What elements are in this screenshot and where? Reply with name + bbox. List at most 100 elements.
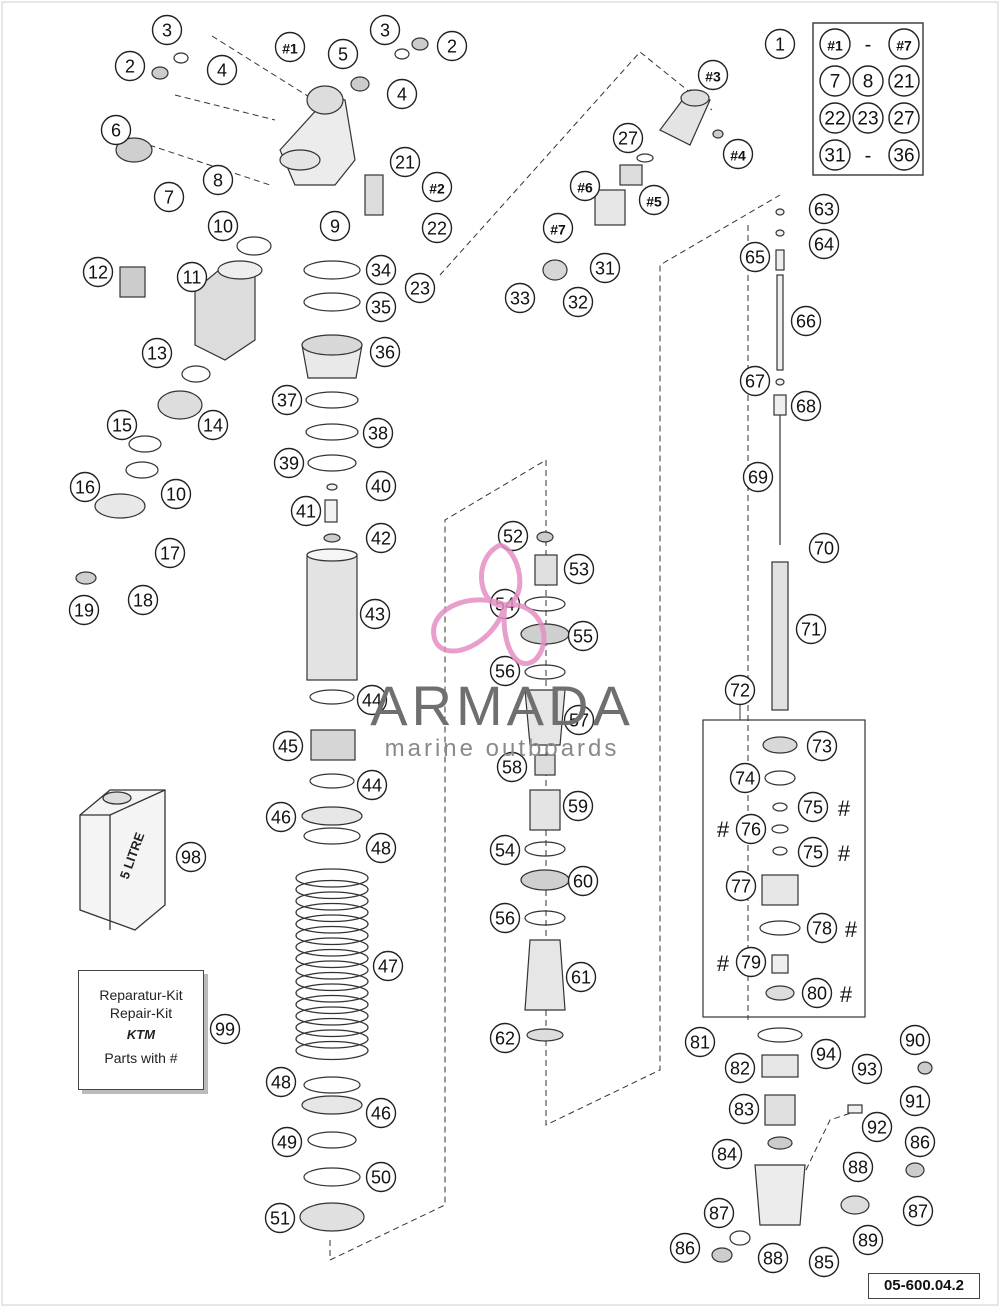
callout-2: 2 <box>114 50 146 82</box>
callout-88: 88 <box>842 1151 874 1183</box>
callout-18: 18 <box>127 584 159 616</box>
callout-circle <box>356 684 388 716</box>
callout-21: 21 <box>389 146 421 178</box>
callout-number: 51 <box>270 1209 290 1229</box>
callout-58: 58 <box>496 751 528 783</box>
callout-circle <box>739 241 771 273</box>
callout-3: 3 <box>151 14 183 46</box>
callout-72: 72 <box>724 674 756 706</box>
callout-number: 70 <box>814 539 834 559</box>
callout-75: 75 <box>797 836 829 868</box>
callout-46: 46 <box>365 1097 397 1129</box>
spring-coil <box>295 937 369 957</box>
callout-number: 15 <box>112 416 132 436</box>
callout-number: 52 <box>503 527 523 547</box>
callout-number: 6 <box>111 121 121 141</box>
spring-coil <box>295 902 369 923</box>
callout-circle <box>797 836 829 868</box>
callout-60: 60 <box>567 865 599 897</box>
callout-circle <box>861 1111 893 1143</box>
callout-number: 10 <box>213 217 233 237</box>
callout-41: 41 <box>290 495 322 527</box>
spring-coil <box>295 948 369 969</box>
callout-8: 8 <box>202 164 234 196</box>
callout-87: 87 <box>902 1195 934 1227</box>
callout-number: 50 <box>371 1168 391 1188</box>
callout-kit-3: #3 <box>697 59 729 91</box>
callout-99: 99 <box>209 1013 241 1045</box>
callout-61: 61 <box>565 961 597 993</box>
spring-coil <box>295 879 369 900</box>
callout-46: 46 <box>265 801 297 833</box>
callout-circle <box>82 256 114 288</box>
callout-76: 76 <box>735 813 767 845</box>
callout-80: 80 <box>801 977 833 1009</box>
callout-number: 31 <box>595 259 615 279</box>
callout-number: 71 <box>801 620 821 640</box>
callout-15: 15 <box>106 409 138 441</box>
callout-number: 60 <box>573 872 593 892</box>
kit-mark: # <box>838 796 851 821</box>
callout-number: 42 <box>371 529 391 549</box>
callout-23: 23 <box>404 272 436 304</box>
callout-74: 74 <box>729 762 761 794</box>
callout-59: 59 <box>562 790 594 822</box>
callout-number: 73 <box>812 737 832 757</box>
kit-mark: # <box>717 817 730 842</box>
callout-number: 67 <box>745 372 765 392</box>
callout-number: 35 <box>371 298 391 318</box>
callout-7: 7 <box>153 181 185 213</box>
oil-canister: 5 LITRE <box>79 789 166 931</box>
spring-coil <box>295 971 369 992</box>
callout-16: 16 <box>69 471 101 503</box>
callout-circle <box>365 291 397 323</box>
callout-number: 47 <box>378 957 398 977</box>
callout-number: 82 <box>730 1059 750 1079</box>
callout-number: 59 <box>568 797 588 817</box>
callout-circle <box>365 254 397 286</box>
callout-79: 79 <box>735 946 767 978</box>
callout-circle <box>562 790 594 822</box>
callout-number: 87 <box>709 1204 729 1224</box>
callout-circle <box>274 31 306 63</box>
spring-coil <box>295 1017 369 1038</box>
callout-number: 74 <box>735 769 755 789</box>
callout-88: 88 <box>757 1242 789 1274</box>
callout-circle <box>319 210 351 242</box>
callout-2: 2 <box>436 30 468 62</box>
spring-coil <box>295 983 369 1003</box>
legend-callout-number: 7 <box>830 72 841 93</box>
callout-68: 68 <box>790 390 822 422</box>
callout-circle <box>290 495 322 527</box>
legend-callout-number: #1 <box>827 38 843 54</box>
callout-circle <box>806 730 838 762</box>
callout-number: 1 <box>775 35 785 55</box>
callout-number: 4 <box>217 61 227 81</box>
callout-75: 75 <box>797 791 829 823</box>
callout-number: #1 <box>282 41 298 57</box>
callout-circle <box>801 977 833 1009</box>
callout-number: 92 <box>867 1118 887 1138</box>
callout-circle <box>489 902 521 934</box>
callout-circle <box>151 14 183 46</box>
callout-4: 4 <box>206 54 238 86</box>
callout-circle <box>160 478 192 510</box>
callout-12: 12 <box>82 256 114 288</box>
callout-kit-6: #6 <box>569 170 601 202</box>
callout-number: 10 <box>166 485 186 505</box>
callout-kit-4: #4 <box>722 138 754 170</box>
callout-number: 86 <box>675 1239 695 1259</box>
callout-57: 57 <box>563 704 595 736</box>
callout-32: 32 <box>562 286 594 318</box>
callout-circle <box>808 532 840 564</box>
callout-19: 19 <box>68 594 100 626</box>
callout-17: 17 <box>154 537 186 569</box>
callout-number: 21 <box>395 153 415 173</box>
callout-number: 75 <box>803 843 823 863</box>
callout-67: 67 <box>739 365 771 397</box>
callout-13: 13 <box>141 337 173 369</box>
callout-9: 9 <box>319 210 351 242</box>
kit-mark: # <box>840 982 853 1007</box>
